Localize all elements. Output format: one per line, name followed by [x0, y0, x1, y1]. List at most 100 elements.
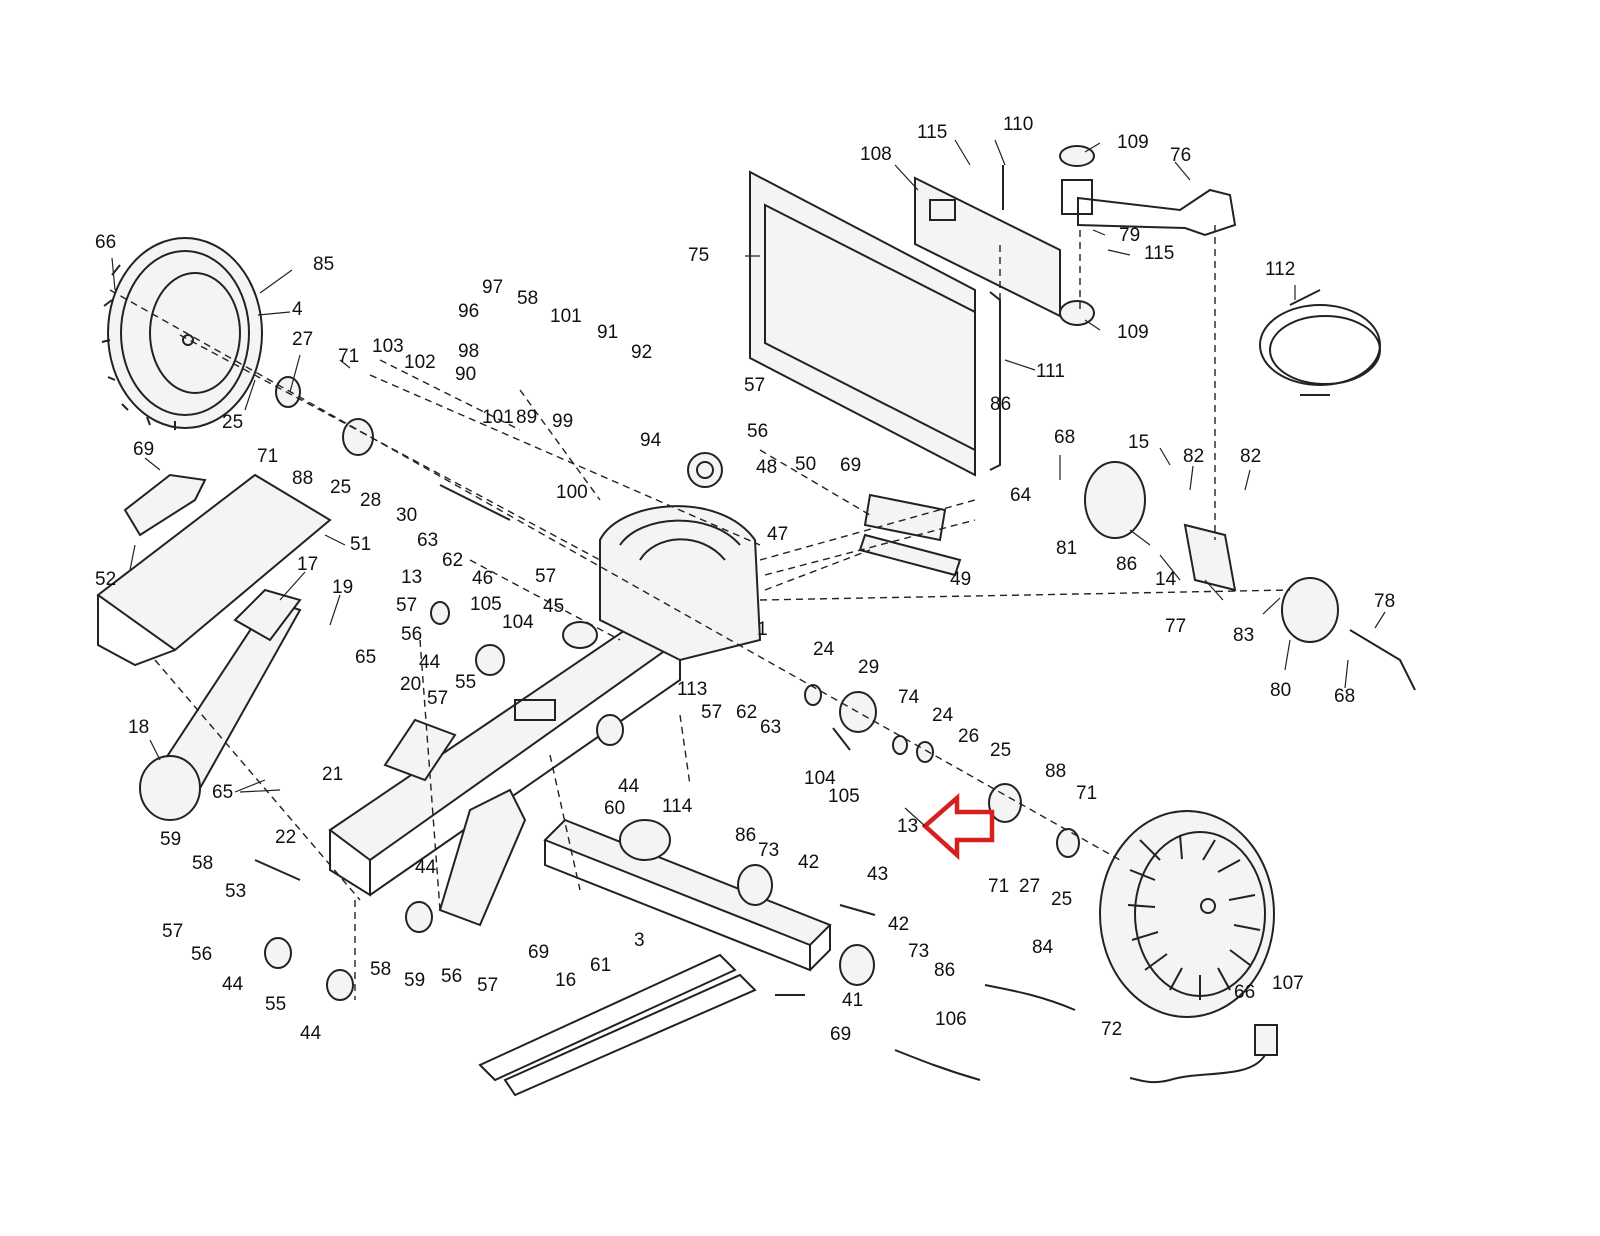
callout-label-71: 71 — [1076, 783, 1097, 804]
left-pedal-arm — [139, 588, 302, 821]
callout-label-114: 114 — [662, 796, 693, 817]
callout-label-16: 16 — [555, 970, 576, 991]
callout-label-101: 101 — [550, 306, 582, 327]
callout-label-63: 63 — [417, 530, 438, 551]
callout-label-86: 86 — [735, 825, 756, 846]
callout-label-112: 112 — [1265, 259, 1295, 280]
console-mast — [1002, 145, 1237, 326]
usb-cable — [1259, 289, 1381, 396]
callout-label-109: 109 — [1117, 322, 1149, 343]
callout-label-43: 43 — [867, 864, 888, 885]
callout-label-68: 68 — [1334, 686, 1355, 707]
handle — [123, 473, 207, 537]
callout-label-44: 44 — [415, 857, 437, 878]
callout-label-82: 82 — [1240, 446, 1261, 467]
callout-label-111: 111 — [1036, 361, 1065, 382]
callout-label-58: 58 — [370, 959, 391, 980]
callout-label-86: 86 — [990, 394, 1011, 415]
callout-label-90: 90 — [455, 364, 476, 385]
callout-label-45: 45 — [543, 596, 564, 617]
callout-label-18: 18 — [128, 717, 149, 738]
callout-label-42: 42 — [888, 914, 909, 935]
rear-stabilizer — [543, 818, 832, 972]
callout-label-88: 88 — [292, 468, 313, 489]
callout-label-105: 105 — [828, 786, 860, 807]
callout-label-106: 106 — [935, 1009, 967, 1030]
callout-label-46: 46 — [472, 568, 493, 589]
callout-label-56: 56 — [441, 966, 462, 987]
callout-label-13: 13 — [897, 816, 918, 837]
callout-label-110: 110 — [1003, 114, 1033, 135]
callout-label-24: 24 — [932, 705, 954, 726]
callout-label-69: 69 — [528, 942, 549, 963]
callout-label-89: 89 — [516, 407, 537, 428]
callout-label-64: 64 — [1010, 485, 1032, 506]
callout-label-73: 73 — [758, 840, 779, 861]
callout-label-49: 49 — [950, 569, 971, 590]
callout-label-83: 83 — [1233, 625, 1254, 646]
callout-label-59: 59 — [160, 829, 181, 850]
callout-label-78: 78 — [1374, 591, 1395, 612]
callout-label-57: 57 — [701, 702, 722, 723]
callout-label-71: 71 — [257, 446, 278, 467]
callout-label-44: 44 — [618, 776, 640, 797]
callout-label-55: 55 — [265, 994, 286, 1015]
callout-label-105: 105 — [470, 594, 502, 615]
left-flywheel — [101, 237, 263, 430]
leader-lines — [111, 139, 1386, 827]
callout-label-66: 66 — [95, 232, 116, 253]
console-display — [749, 170, 1061, 477]
callout-label-41: 41 — [842, 990, 863, 1011]
callout-label-55: 55 — [455, 672, 476, 693]
callout-label-68: 68 — [1054, 427, 1075, 448]
callout-label-74: 74 — [898, 687, 920, 708]
callout-label-61: 61 — [590, 955, 611, 976]
callout-label-107: 107 — [1272, 973, 1304, 994]
callout-label-27: 27 — [292, 329, 313, 350]
callout-label-104: 104 — [502, 612, 534, 633]
callout-label-86: 86 — [1116, 554, 1137, 575]
callout-label-57: 57 — [477, 975, 498, 996]
callout-label-108: 108 — [860, 144, 892, 165]
highlight-arrow — [921, 793, 995, 861]
callout-label-69: 69 — [830, 1024, 851, 1045]
callout-label-57: 57 — [396, 595, 417, 616]
callout-label-44: 44 — [300, 1023, 322, 1044]
callout-label-104: 104 — [804, 768, 836, 789]
callout-label-101: 101 — [482, 407, 514, 428]
callout-label-79: 79 — [1119, 225, 1140, 246]
callout-label-30: 30 — [396, 505, 417, 526]
callout-label-62: 62 — [442, 550, 463, 571]
main-frame — [328, 505, 762, 897]
callout-label-92: 92 — [631, 342, 652, 363]
callout-label-91: 91 — [597, 322, 618, 343]
callout-label-65: 65 — [355, 647, 376, 668]
axle-parts — [254, 376, 1080, 1001]
callout-label-99: 99 — [552, 411, 573, 432]
callout-label-25: 25 — [990, 740, 1011, 761]
callout-label-69: 69 — [133, 439, 154, 460]
callout-label-4: 4 — [292, 299, 303, 320]
right-fan-wheel — [1099, 810, 1275, 1018]
callout-label-20: 20 — [400, 674, 421, 695]
callout-label-94: 94 — [640, 430, 662, 451]
callout-label-57: 57 — [744, 375, 765, 396]
callout-label-52: 52 — [95, 569, 116, 590]
callout-label-15: 15 — [1128, 432, 1149, 453]
callout-label-3: 3 — [634, 930, 645, 951]
callout-label-59: 59 — [404, 970, 425, 991]
callout-label-115: 115 — [917, 122, 947, 143]
callout-label-28: 28 — [360, 490, 381, 511]
callout-label-14: 14 — [1155, 569, 1177, 590]
right-pedal — [383, 718, 527, 927]
callout-label-98: 98 — [458, 341, 479, 362]
callout-label-76: 76 — [1170, 145, 1191, 166]
callout-label-22: 22 — [275, 827, 296, 848]
callout-label-56: 56 — [401, 624, 422, 645]
callout-label-102: 102 — [404, 352, 436, 373]
callout-label-62: 62 — [736, 702, 757, 723]
callout-label-103: 103 — [372, 336, 404, 357]
callout-label-57: 57 — [427, 688, 448, 709]
callout-label-48: 48 — [756, 457, 777, 478]
wire-harness-84 — [984, 984, 1076, 1011]
